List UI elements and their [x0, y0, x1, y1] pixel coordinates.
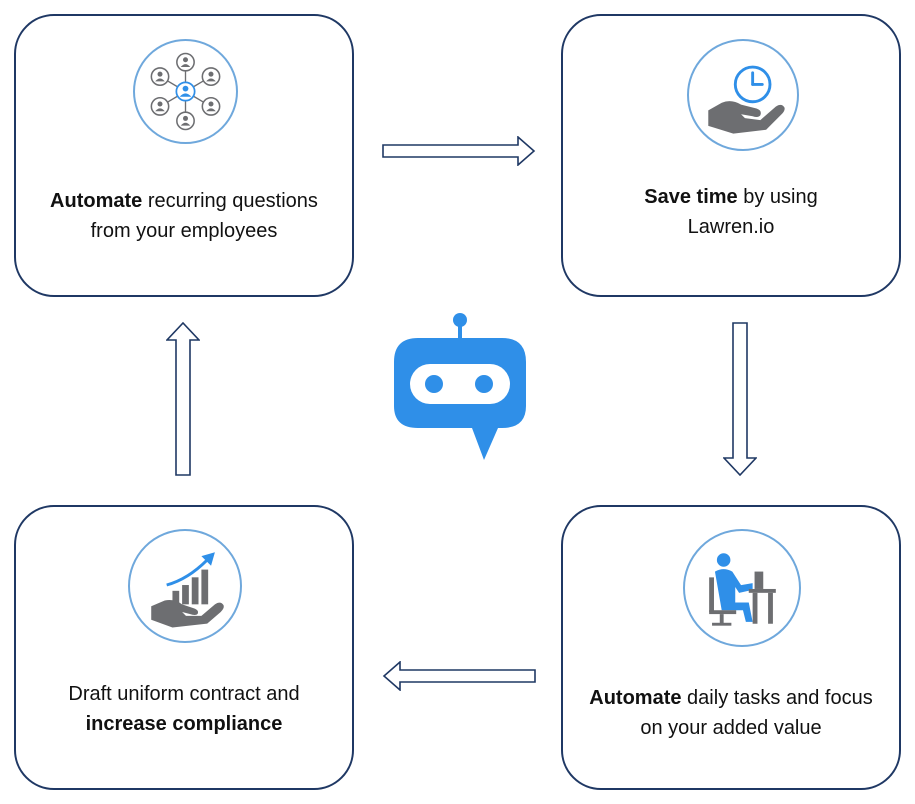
arrow-up	[166, 322, 200, 476]
card-automate-bold: Automate	[50, 190, 143, 212]
hand-growth-chart-icon	[128, 529, 242, 643]
network-people-icon	[133, 39, 238, 144]
arrow-down	[723, 322, 757, 476]
card-automate-bold: Automate	[589, 687, 682, 709]
arrow-left	[382, 661, 536, 691]
card-compliance-bold: increase compliance	[85, 713, 283, 735]
card-line2: from your employees	[90, 220, 278, 242]
hand-clock-icon	[687, 39, 799, 151]
card-save-time: Save time by using Lawren.io	[561, 14, 901, 297]
card-increase-compliance: Draft uniform contract and increase comp…	[14, 505, 354, 790]
chatbot-icon	[388, 310, 534, 462]
card-line1: Draft uniform contract and	[68, 683, 300, 705]
card-automate-questions: Automate recurring questions from your e…	[14, 14, 354, 297]
card-line2: on your added value	[640, 717, 822, 739]
card-line2: Lawren.io	[687, 216, 775, 238]
card-save-time-bold: Save time	[644, 186, 738, 208]
card-automate-tasks: Automate daily tasks and focus on your a…	[561, 505, 901, 790]
card-line1-rest: recurring questions	[142, 190, 318, 212]
arrow-right	[382, 136, 536, 166]
card-line1-rest: daily tasks and focus	[681, 687, 873, 709]
desk-worker-icon	[683, 529, 801, 647]
card-line1-rest: by using	[737, 186, 818, 208]
